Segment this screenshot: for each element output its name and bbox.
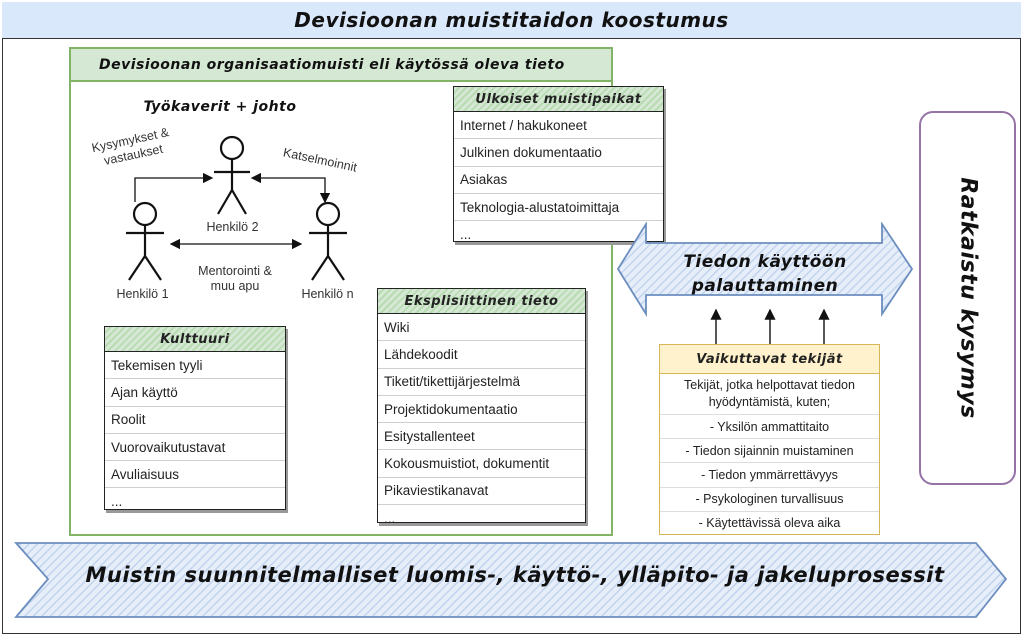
processes-label: Muistin suunnitelmalliset luomis-, käytt… xyxy=(85,563,945,587)
person-2-label: Henkilö 2 xyxy=(206,220,259,234)
list-item: ... xyxy=(111,494,123,510)
list-item: Tekemisen tyyli xyxy=(105,352,285,380)
list-item: Julkinen dokumentaatio xyxy=(454,139,663,167)
questions-arrow xyxy=(134,172,214,202)
culture-title: Kulttuuri xyxy=(105,327,285,352)
list-item: - Yksilön ammattitaito xyxy=(660,415,879,440)
list-item: Pikaviestikanavat xyxy=(378,478,585,506)
list-item: - Psykologinen turvallisuus xyxy=(660,488,879,512)
processes-arrow xyxy=(14,542,1008,618)
list-item: - Tiedon ymmärrettävyys xyxy=(660,463,879,488)
reviews-arrow xyxy=(250,172,331,204)
list-item: Lähdekoodit xyxy=(378,341,585,369)
org-memory-title: Devisioonan organisaatiomuisti eli käytö… xyxy=(69,47,613,82)
factors-title: Vaikuttavat tekijät xyxy=(660,345,879,374)
list-item: Ajan käyttö xyxy=(105,379,285,407)
list-item: ... xyxy=(384,510,396,526)
person-1-icon xyxy=(126,201,164,281)
factors-card: Vaikuttavat tekijät Tekijät, jotka helpo… xyxy=(659,344,880,535)
external-memory-card: Ulkoiset muistipaikat Internet / hakukon… xyxy=(453,86,664,242)
explicit-knowledge-title: Eksplisiittinen tieto xyxy=(378,289,585,314)
list-item: - Tiedon sijainnin muistaminen xyxy=(660,439,879,464)
people-network xyxy=(126,135,347,281)
list-item: Internet / hakukoneet xyxy=(454,112,663,140)
list-item: Wiki xyxy=(378,314,585,342)
person-n-icon xyxy=(309,201,347,281)
mentoring-label: Mentorointi & muu apu xyxy=(198,264,272,293)
list-item: Projektidokumentaatio xyxy=(378,396,585,424)
retrieval-label: Tiedon käyttöön palauttaminen xyxy=(683,252,847,296)
person-1-label: Henkilö 1 xyxy=(116,287,169,301)
list-item: ... xyxy=(460,226,472,242)
list-item: Teknologia-alustatoimittaja xyxy=(454,194,663,222)
culture-card: Kulttuuri Tekemisen tyyli Ajan käyttö Ro… xyxy=(104,326,286,510)
solved-question-label: Ratkaistu kysymys xyxy=(955,177,980,419)
solved-question-box: Ratkaistu kysymys xyxy=(919,111,1016,485)
retrieval-arrow-shape xyxy=(616,222,914,318)
tools-title: Työkaverit + johto xyxy=(143,99,297,115)
external-memory-title: Ulkoiset muistipaikat xyxy=(454,87,663,112)
person-2-icon xyxy=(214,135,250,215)
list-item: Tiketit/tikettijärjestelmä xyxy=(378,369,585,396)
retrieval-arrow xyxy=(616,222,914,344)
list-item: Asiakas xyxy=(454,167,663,194)
list-item: Esitystallenteet xyxy=(378,423,585,451)
list-item: Roolit xyxy=(105,407,285,434)
list-item: Kokousmuistiot, dokumentit xyxy=(378,450,585,478)
list-item: Vuorovaikutustavat xyxy=(105,434,285,462)
list-item: Avuliaisuus xyxy=(105,461,285,489)
explicit-knowledge-card: Eksplisiittinen tieto Wiki Lähdekoodit T… xyxy=(377,288,586,526)
factors-description: Tekijät, jotka helpottavat tiedon hyödyn… xyxy=(660,374,879,415)
person-n-label: Henkilö n xyxy=(301,287,354,301)
list-item: - Käytettävissä oleva aika xyxy=(698,516,841,531)
processes-arrow-shape xyxy=(14,542,1008,618)
diagram-title: Devisioonan muistitaidon koostumus xyxy=(2,2,1021,39)
